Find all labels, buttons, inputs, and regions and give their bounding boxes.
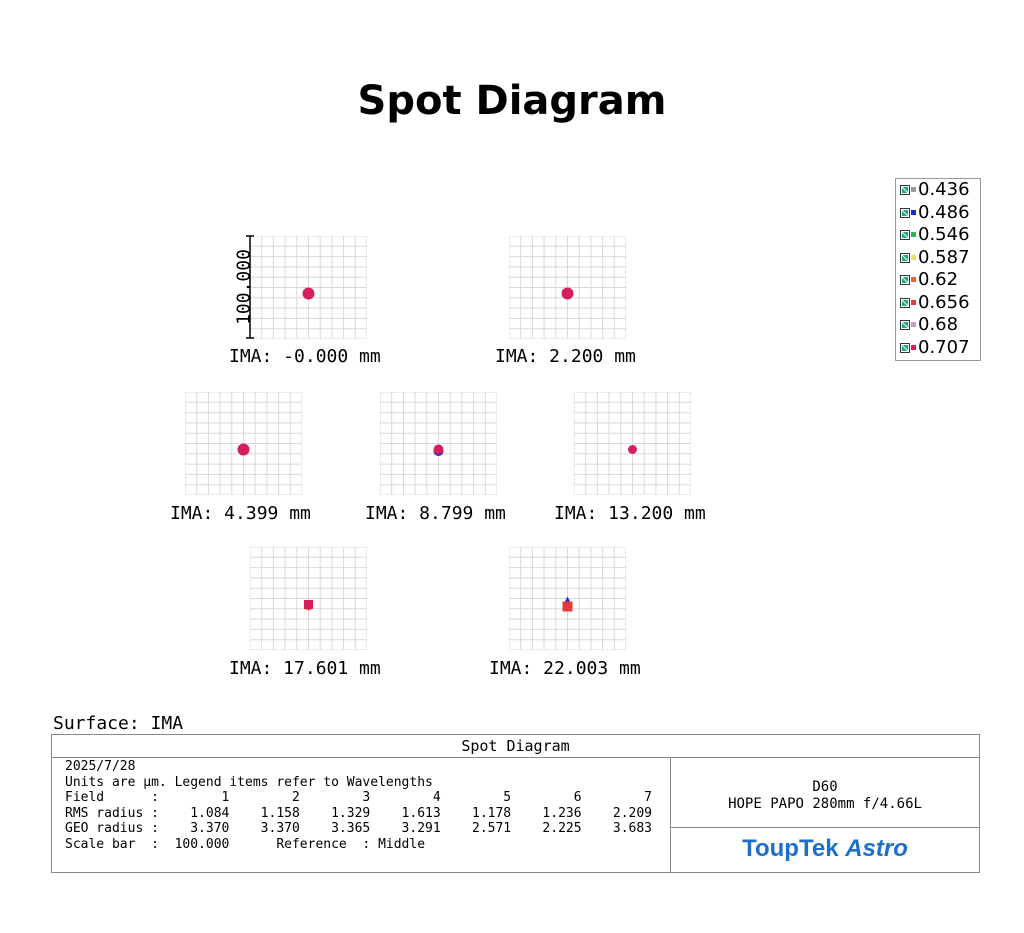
info-field-row: Field : 1 2 3 4 5 6 7 [65,790,652,805]
page-title: Spot Diagram [357,78,667,124]
checkbox-icon[interactable] [900,252,910,263]
info-date: 2025/7/28 [65,759,136,774]
checkbox-icon[interactable] [900,275,910,285]
legend-label: 0.587 [918,246,970,268]
spot-panel-6 [250,547,367,650]
spot-point [433,444,444,455]
divider [670,827,979,828]
info-geo-row: GEO radius : 3.370 3.370 3.365 3.291 2.5… [65,821,652,836]
info-rms-row: RMS radius : 1.084 1.158 1.329 1.613 1.1… [65,805,652,821]
legend-swatch [911,277,916,282]
spot-label-5: IMA: 13.200 mm [554,503,706,524]
legend-item[interactable]: 0.546 [896,224,980,246]
brand-name: ToupTek [742,835,846,862]
legend-label: 0.68 [918,314,959,335]
legend-swatch [911,232,916,237]
checkbox-icon[interactable] [900,320,910,330]
lens-name: HOPE PAPO 280mm f/4.66L [728,796,922,812]
spot-label-1: IMA: -0.000 mm [229,346,381,367]
scale-bar-label: 100.000 [233,249,255,325]
spot-panel-5 [574,392,691,495]
checkbox-icon[interactable] [900,207,910,218]
info-text: 2025/7/28 Units are µm. Legend items ref… [65,759,652,852]
checkbox-icon[interactable] [900,342,910,353]
legend-label: 0.486 [918,201,970,223]
spot-panel-2 [509,236,626,339]
legend-item[interactable]: 0.587 [896,247,980,269]
lens-id: D60 [812,779,838,795]
spot-label-7: IMA: 22.003 mm [489,658,641,679]
legend-swatch [911,254,916,260]
spot-label-4: IMA: 8.799 mm [365,503,506,524]
spot-panel-4 [380,392,497,495]
wavelength-legend: 0.436 0.486 0.546 0.587 0.62 0.656 0.68 … [895,178,981,361]
legend-label: 0.62 [918,269,959,290]
checkbox-icon[interactable] [900,230,910,240]
spot-label-2: IMA: 2.200 mm [495,346,636,367]
spot-panel-1 [250,236,367,339]
legend-label: 0.656 [918,291,970,313]
legend-swatch [911,322,916,327]
legend-swatch [911,299,916,305]
legend-item[interactable]: 0.68 [896,314,980,336]
spot-point [628,445,637,454]
legend-item[interactable]: 0.486 [896,202,980,224]
spot-point [562,601,573,612]
spot-point [237,443,250,456]
brand-logo: ToupTek Astro [671,835,979,863]
divider [670,757,671,873]
spot-panel-7 [509,547,626,650]
brand-astro: Astro [845,835,908,862]
spot-label-3: IMA: 4.399 mm [170,503,311,524]
legend-swatch [911,187,916,192]
legend-item[interactable]: 0.436 [896,179,980,201]
legend-item[interactable]: 0.707 [896,337,980,359]
spot-label-6: IMA: 17.601 mm [229,658,381,679]
spot-point [304,600,313,609]
spot-panel-3 [185,392,302,495]
scale-bar [246,235,254,339]
info-units: Units are µm. Legend items refer to Wave… [65,774,433,790]
legend-label: 0.707 [918,336,970,358]
info-box: Spot Diagram 2025/7/28 Units are µm. Leg… [51,734,980,873]
info-scale-row: Scale bar : 100.000 Reference : Middle [65,836,426,852]
legend-label: 0.436 [918,179,970,200]
lens-info: D60 HOPE PAPO 280mm f/4.66L [671,779,979,813]
legend-swatch [911,209,916,215]
surface-label: Surface: IMA [53,713,184,734]
info-header: Spot Diagram [52,735,979,758]
spot-point [561,287,574,300]
checkbox-icon[interactable] [900,185,910,195]
legend-label: 0.546 [918,224,970,245]
checkbox-icon[interactable] [900,297,910,308]
legend-item[interactable]: 0.656 [896,292,980,314]
spot-point [302,287,315,300]
legend-item[interactable]: 0.62 [896,269,980,291]
legend-swatch [911,344,916,350]
